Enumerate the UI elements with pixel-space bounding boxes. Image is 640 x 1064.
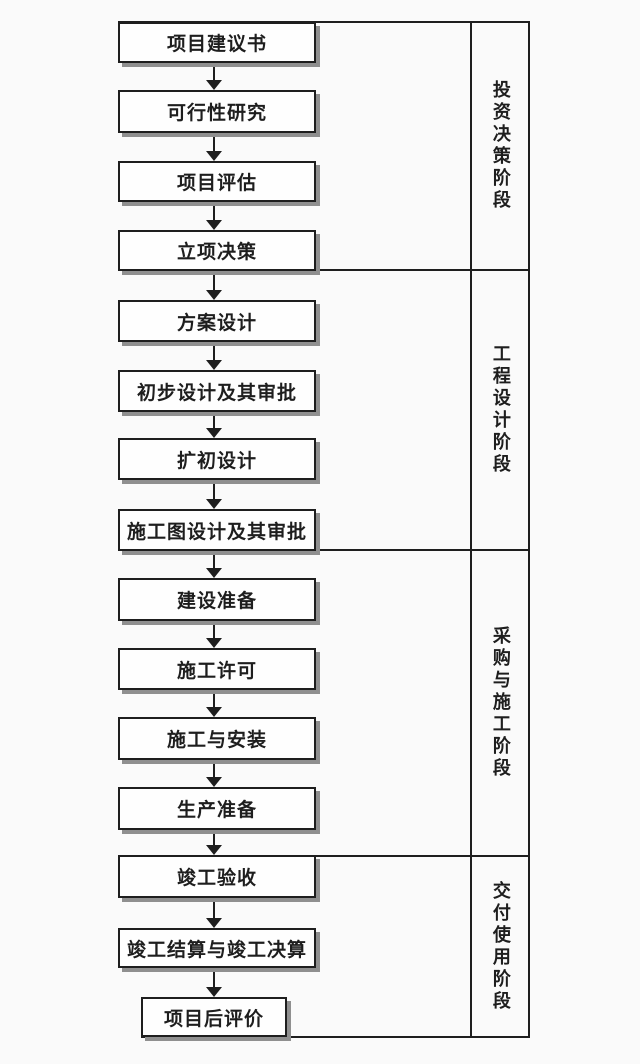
section-divider-2 xyxy=(118,549,530,551)
flow-step-approval-decision: 立项决策 xyxy=(118,230,316,271)
arrow-head-icon xyxy=(206,499,222,509)
down-arrow-connector xyxy=(206,63,222,90)
flow-step-construction-permit: 施工许可 xyxy=(118,648,316,690)
flow-step-post-project-evaluation: 项目后评价 xyxy=(141,997,287,1037)
flow-step-label: 竣工验收 xyxy=(176,868,257,889)
arrow-head-icon xyxy=(206,777,222,787)
arrow-head-icon xyxy=(206,220,222,230)
phase-column-left-line xyxy=(470,21,472,1038)
down-arrow-connector xyxy=(206,690,222,717)
arrow-head-icon xyxy=(206,638,222,648)
phase-label: 采购与施工阶段 xyxy=(490,626,511,780)
flow-step-label: 生产准备 xyxy=(176,800,257,821)
section-divider-top xyxy=(118,21,530,23)
arrow-stem xyxy=(213,480,215,499)
arrow-stem xyxy=(213,551,215,568)
arrow-stem xyxy=(213,621,215,638)
down-arrow-connector xyxy=(206,480,222,509)
phase-label: 工程设计阶段 xyxy=(490,344,511,476)
phase-band-engineering-design: 工程设计阶段 xyxy=(472,271,528,549)
arrow-head-icon xyxy=(206,987,222,997)
down-arrow-connector xyxy=(206,898,222,928)
phase-band-investment-decision: 投资决策阶段 xyxy=(472,23,528,269)
arrow-head-icon xyxy=(206,845,222,855)
flow-step-project-proposal: 项目建议书 xyxy=(118,22,316,63)
arrow-head-icon xyxy=(206,151,222,161)
arrow-head-icon xyxy=(206,707,222,717)
arrow-head-icon xyxy=(206,568,222,578)
section-divider-bottom xyxy=(141,1036,530,1038)
phase-band-delivery-use: 交付使用阶段 xyxy=(472,857,528,1036)
down-arrow-connector xyxy=(206,830,222,855)
flow-step-construction-drawing-design-approval: 施工图设计及其审批 xyxy=(118,509,316,551)
flow-step-preliminary-design-approval: 初步设计及其审批 xyxy=(118,370,316,412)
arrow-head-icon xyxy=(206,428,222,438)
down-arrow-connector xyxy=(206,551,222,578)
down-arrow-connector xyxy=(206,202,222,230)
down-arrow-connector xyxy=(206,271,222,300)
flow-step-label: 建设准备 xyxy=(176,591,257,612)
flow-step-label: 竣工结算与竣工决算 xyxy=(126,939,307,961)
down-arrow-connector xyxy=(206,968,222,997)
flow-step-construction-preparation: 建设准备 xyxy=(118,578,316,621)
arrow-stem xyxy=(213,690,215,707)
flow-step-completion-acceptance: 竣工验收 xyxy=(118,855,316,898)
flow-step-label: 初步设计及其审批 xyxy=(136,382,297,404)
arrow-stem xyxy=(213,412,215,428)
arrow-stem xyxy=(213,968,215,987)
section-divider-1 xyxy=(118,269,530,271)
arrow-head-icon xyxy=(206,290,222,300)
phase-column-right-line xyxy=(528,21,530,1038)
arrow-head-icon xyxy=(206,360,222,370)
flow-step-label: 施工许可 xyxy=(176,660,257,682)
down-arrow-connector xyxy=(206,342,222,370)
arrow-stem xyxy=(213,898,215,918)
arrow-stem xyxy=(213,760,215,777)
flow-step-label: 施工图设计及其审批 xyxy=(126,521,307,543)
flow-step-construction-installation: 施工与安装 xyxy=(118,717,316,760)
flow-step-expanded-preliminary-design: 扩初设计 xyxy=(118,438,316,480)
phase-label: 投资决策阶段 xyxy=(490,80,511,212)
section-divider-3 xyxy=(118,855,530,857)
arrow-head-icon xyxy=(206,918,222,928)
down-arrow-connector xyxy=(206,621,222,648)
flow-step-label: 方案设计 xyxy=(176,312,257,334)
flow-step-scheme-design: 方案设计 xyxy=(118,300,316,342)
flow-step-completion-settlement: 竣工结算与竣工决算 xyxy=(118,928,316,968)
phase-label: 交付使用阶段 xyxy=(490,880,511,1013)
flow-step-label: 立项决策 xyxy=(176,242,257,263)
down-arrow-connector xyxy=(206,412,222,438)
flow-step-label: 项目建议书 xyxy=(166,34,267,55)
down-arrow-connector xyxy=(206,133,222,161)
flow-step-project-evaluation: 项目评估 xyxy=(118,161,316,202)
arrow-head-icon xyxy=(206,80,222,90)
arrow-stem xyxy=(213,830,215,845)
flow-step-label: 施工与安装 xyxy=(166,730,267,751)
arrow-stem xyxy=(213,342,215,360)
down-arrow-connector xyxy=(206,760,222,787)
arrow-stem xyxy=(213,63,215,80)
phase-band-procurement-construction: 采购与施工阶段 xyxy=(472,551,528,855)
arrow-stem xyxy=(213,202,215,220)
arrow-stem xyxy=(213,133,215,151)
flow-step-production-preparation: 生产准备 xyxy=(118,787,316,830)
flow-step-feasibility-study: 可行性研究 xyxy=(118,90,316,133)
flow-step-label: 项目后评价 xyxy=(163,1008,264,1030)
flow-step-label: 可行性研究 xyxy=(166,103,267,124)
flow-step-label: 扩初设计 xyxy=(176,450,257,472)
flow-step-label: 项目评估 xyxy=(176,173,257,194)
arrow-stem xyxy=(213,271,215,290)
